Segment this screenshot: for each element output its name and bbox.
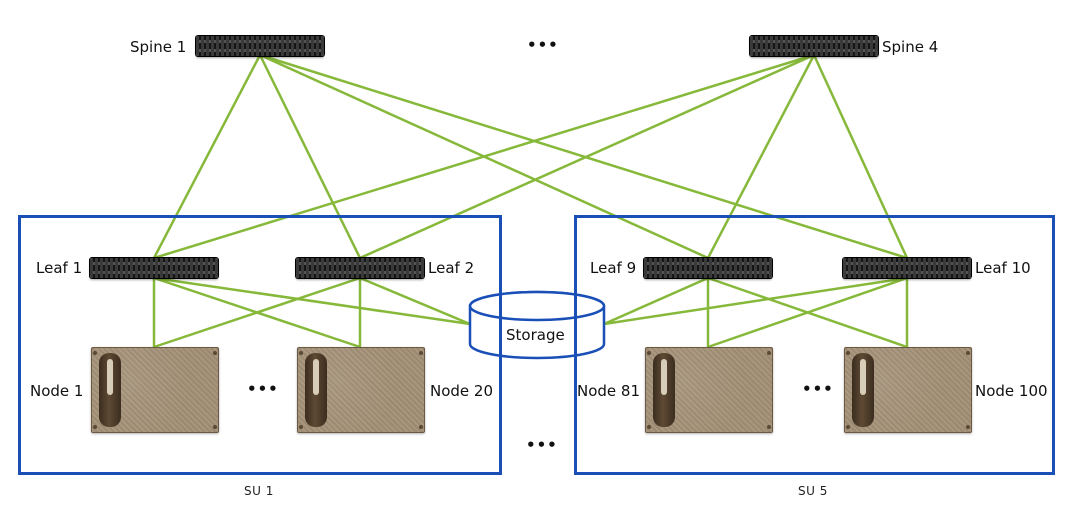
node-label-81: Node 81 xyxy=(577,382,641,400)
su-box-1 xyxy=(18,215,502,475)
node-ellipsis-su1: ••• xyxy=(247,380,279,398)
node-server-20 xyxy=(297,347,425,433)
link-leaf10B-n81 xyxy=(707,276,908,349)
link-spine4-leaf2T xyxy=(359,53,815,260)
spine-ellipsis: ••• xyxy=(527,36,559,54)
link-spine4-leaf1T xyxy=(153,53,815,260)
leaf-switch-9 xyxy=(644,258,772,278)
su-box-2 xyxy=(574,215,1055,475)
leaf-switch-1 xyxy=(90,258,218,278)
link-leaf2B-n1 xyxy=(153,276,361,349)
leaf-switch-10 xyxy=(843,258,971,278)
spine-switch-4 xyxy=(750,36,878,56)
link-spine4-leaf10T xyxy=(812,54,909,259)
link-spine1-leaf1T xyxy=(152,54,262,259)
link-leaf1B-stL xyxy=(153,276,471,326)
node-ellipsis-su5: ••• xyxy=(802,380,834,398)
link-leaf9B-stR xyxy=(603,276,709,326)
node-server-100 xyxy=(844,347,972,433)
spine-label-4: Spine 4 xyxy=(882,38,939,56)
leaf-label-2: Leaf 2 xyxy=(428,259,475,277)
link-spine1-leaf2T xyxy=(258,54,362,259)
storage-label: Storage xyxy=(506,326,565,344)
node-label-1: Node 1 xyxy=(30,382,84,400)
storage-cylinder xyxy=(468,290,606,360)
link-leaf2B-stL xyxy=(359,276,471,326)
leaf-label-1: Leaf 1 xyxy=(36,259,83,277)
leaf-label-10: Leaf 10 xyxy=(975,259,1031,277)
link-spine4-leaf9T xyxy=(706,54,816,259)
su-label-1: SU 1 xyxy=(244,484,274,498)
node-server-1 xyxy=(91,347,219,433)
spine-switch-1 xyxy=(196,36,324,56)
su-label-5: SU 5 xyxy=(798,484,828,498)
node-label-20: Node 20 xyxy=(430,382,494,400)
leaf-label-9: Leaf 9 xyxy=(590,259,637,277)
leaf-switch-2 xyxy=(296,258,424,278)
su-ellipsis: ••• xyxy=(526,436,558,454)
link-leaf10B-stR xyxy=(603,276,908,326)
link-spine1-leaf10T xyxy=(259,53,908,260)
node-label-100: Node 100 xyxy=(975,382,1048,400)
node-server-81 xyxy=(645,347,773,433)
spine-label-1: Spine 1 xyxy=(130,38,187,56)
